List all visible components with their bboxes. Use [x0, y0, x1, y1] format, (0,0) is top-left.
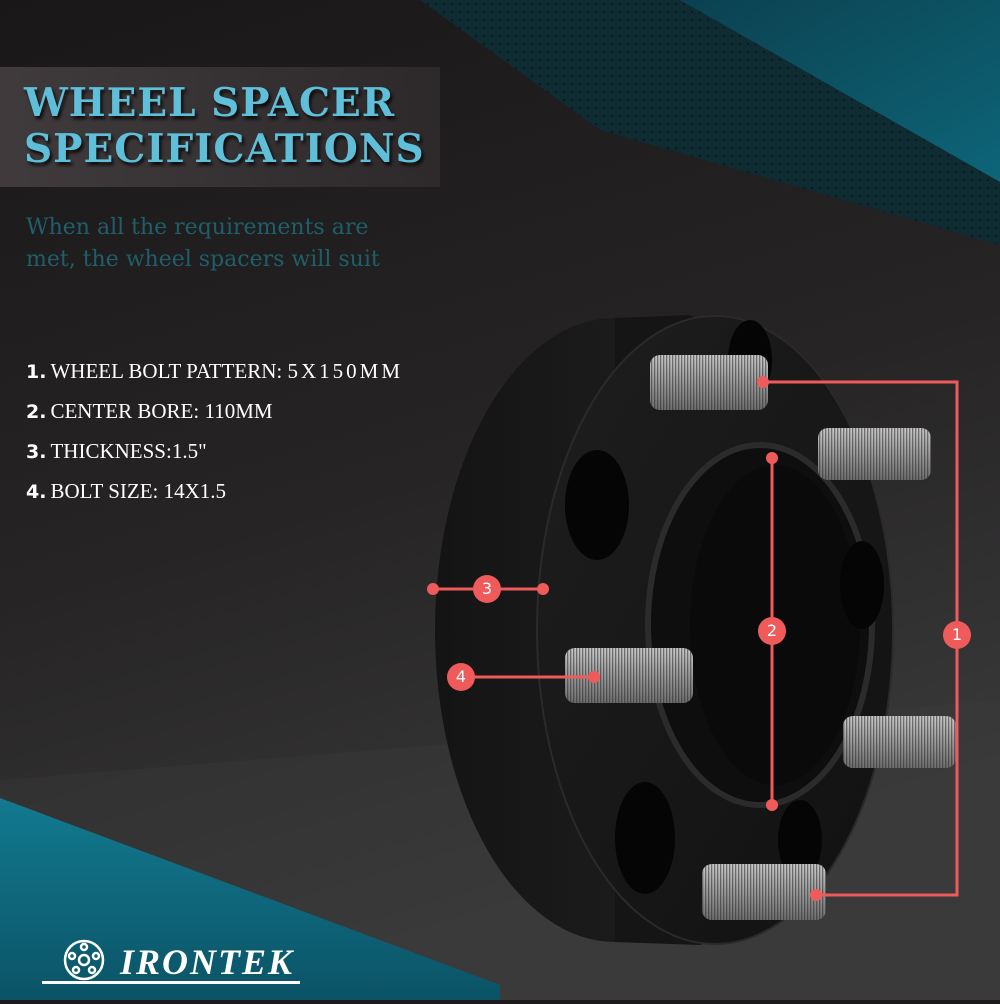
spec-item-thickness: 3.THICKNESS:1.5"	[26, 436, 403, 476]
logo-underline	[42, 981, 300, 984]
spec-item-center-bore: 2.CENTER BORE: 110MM	[26, 396, 403, 436]
spec-item-bolt-pattern: 1.WHEEL BOLT PATTERN: 5X150MM	[26, 356, 403, 396]
spec-label: WHEEL BOLT PATTERN:	[50, 359, 283, 383]
spec-value: 5X150MM	[287, 359, 404, 383]
title-line-1: WHEEL SPACER	[24, 80, 396, 126]
callout-badge-4: 4	[447, 663, 475, 691]
spec-number: 2.	[26, 401, 47, 423]
callout-badge-2: 2	[758, 617, 786, 645]
spec-number: 3.	[26, 441, 47, 463]
spec-label: CENTER BORE:	[50, 399, 200, 423]
spec-number: 1.	[26, 361, 47, 383]
brand-name: IRONTEK	[120, 942, 295, 982]
spec-value: 14X1.5	[163, 479, 227, 503]
wheel-logo-icon	[62, 938, 106, 986]
brand-logo: IRONTEK	[62, 938, 295, 986]
spec-label: BOLT SIZE:	[50, 479, 159, 503]
spec-number: 4.	[26, 481, 47, 503]
title-line-2: SPECIFICATIONS	[24, 126, 425, 172]
page-title: WHEEL SPACER SPECIFICATIONS	[24, 80, 425, 172]
callout-badge-3: 3	[473, 575, 501, 603]
spec-value: 1.5"	[171, 439, 207, 463]
spec-label: THICKNESS:	[50, 439, 172, 463]
spec-list: 1.WHEEL BOLT PATTERN: 5X150MM 2.CENTER B…	[26, 356, 403, 516]
callout-badge-1: 1	[943, 621, 971, 649]
title-band	[0, 67, 440, 187]
spec-item-bolt-size: 4.BOLT SIZE: 14X1.5	[26, 476, 403, 516]
subtitle: When all the requirements are met, the w…	[26, 215, 380, 272]
spec-value: 110MM	[204, 399, 273, 423]
